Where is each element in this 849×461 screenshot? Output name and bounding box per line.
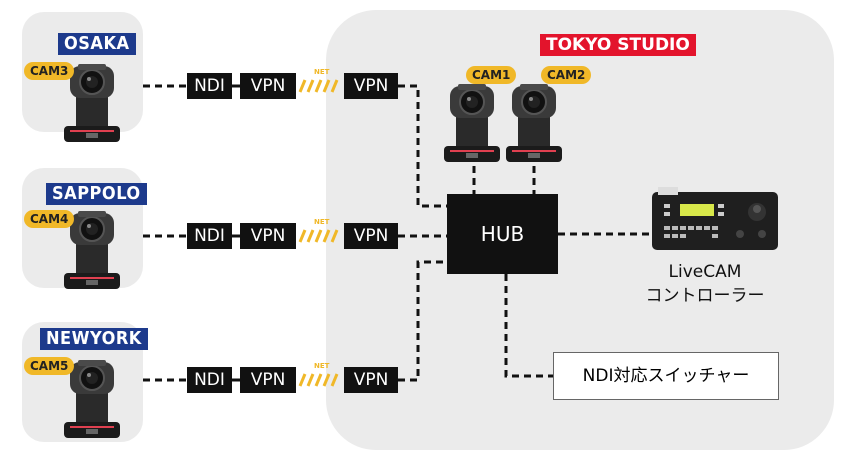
ptz-camera-icon — [443, 83, 501, 163]
switcher-box: NDI対応スイッチャー — [553, 352, 779, 400]
cam-tag-cam3: CAM3 — [24, 62, 75, 80]
vpn-chip: VPN — [344, 73, 398, 99]
osaka-to-hub-line — [398, 84, 447, 208]
city-label-sappolo: SAPPOLO — [46, 183, 147, 205]
ndi-chip: NDI — [187, 73, 232, 99]
studio-label: TOKYO STUDIO — [540, 34, 696, 56]
net-hatches — [298, 79, 339, 387]
newyork-to-hub-line — [398, 260, 447, 382]
controller-icon — [652, 187, 778, 250]
net-label: NET — [314, 68, 330, 76]
vpn-chip: VPN — [344, 223, 398, 249]
vpn-chip: VPN — [240, 223, 296, 249]
ndi-chip: NDI — [187, 223, 232, 249]
city-label-newyork: NEWYORK — [40, 328, 148, 350]
city-label-osaka: OSAKA — [58, 33, 136, 55]
cam-tag-cam4: CAM4 — [24, 210, 75, 228]
ptz-camera-icon — [505, 83, 563, 163]
controller-label: LiveCAM コントローラー — [630, 260, 780, 308]
cam-tag-cam1: CAM1 — [466, 66, 517, 84]
ndi-chip: NDI — [187, 367, 232, 393]
hub-to-switcher-line — [504, 274, 553, 378]
net-label: NET — [314, 362, 330, 370]
cam-tag-cam2: CAM2 — [541, 66, 592, 84]
controller-label-line1: LiveCAM — [668, 262, 742, 282]
vpn-chip: VPN — [240, 73, 296, 99]
vpn-chip: VPN — [240, 367, 296, 393]
vpn-chip: VPN — [344, 367, 398, 393]
net-label: NET — [314, 218, 330, 226]
controller-label-line2: コントローラー — [645, 286, 765, 306]
hub-box: HUB — [447, 194, 558, 274]
cam-tag-cam5: CAM5 — [24, 357, 75, 375]
